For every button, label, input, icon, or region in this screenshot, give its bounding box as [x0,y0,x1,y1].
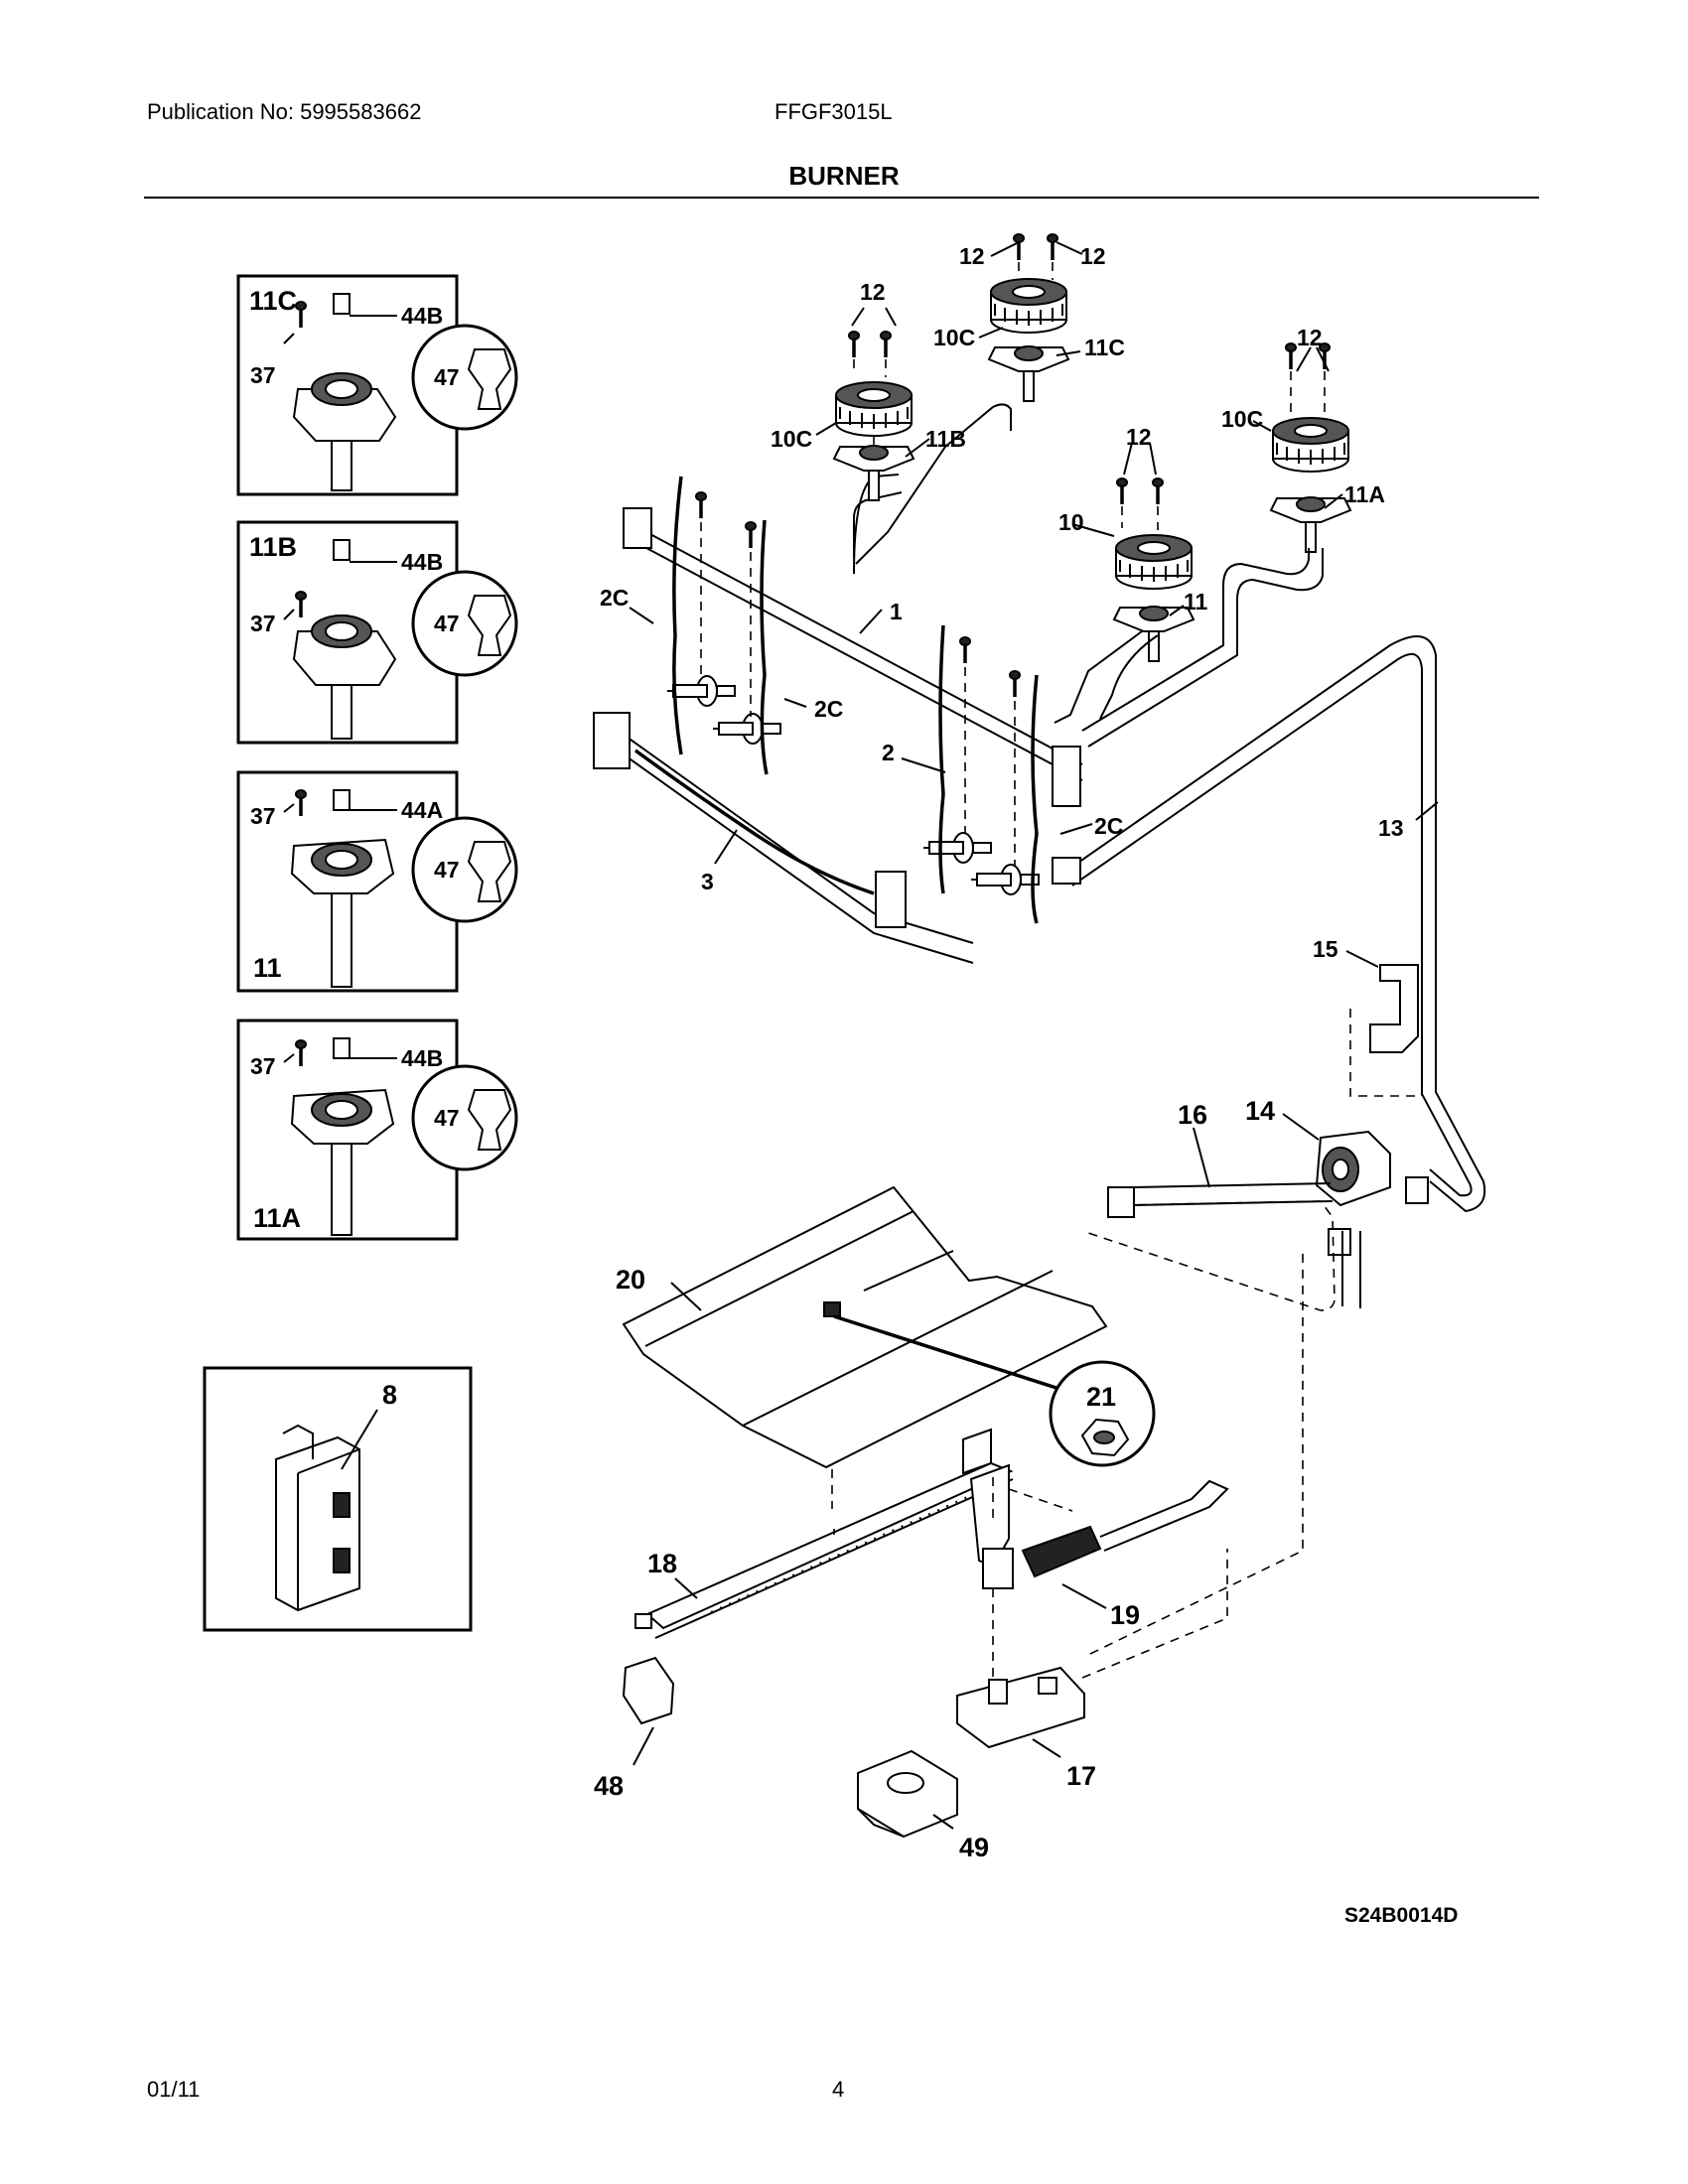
callout-11: 11 [1184,589,1208,614]
callout-labels: 12 12 12 10C 11C 10C 11B 12 12 10C 11A 1… [594,243,1404,1862]
footer-date: 01/11 [147,2077,201,2102]
callout-2c: 2C [600,585,629,611]
callout-12: 12 [1297,325,1323,350]
inset-title: 11A [253,1203,301,1233]
callout-12: 12 [860,279,886,305]
inset-orifice-label: 47 [434,857,460,883]
callout-3: 3 [701,869,714,894]
callout-18: 18 [647,1549,677,1578]
inset-screw-label: 37 [250,611,276,636]
inset-title: 11C [249,286,297,316]
callout-11c: 11C [1084,335,1125,360]
drawing-code: S24B0014D [1344,1904,1459,1927]
main-burner-assembly [593,232,1486,1311]
callout-10: 10 [1058,509,1084,535]
callout-11b: 11B [925,426,966,452]
inset-orifice-label: 47 [434,1105,460,1131]
inset-11a: 37 44B 11A 47 [236,1019,518,1241]
inset-11: 37 44A 11 47 [236,770,518,993]
leader-lines [629,241,1439,1830]
inset-cap-label: 44B [401,1045,443,1071]
callout-48: 48 [594,1771,624,1801]
inset-cap-label: 44B [401,303,443,329]
callout-49: 49 [959,1833,989,1862]
inset-title: 11 [253,953,282,983]
callout-10c: 10C [933,325,975,350]
callout-1: 1 [890,599,903,624]
inset-screw-label: 37 [250,1053,276,1079]
callout-13: 13 [1378,815,1404,841]
inset-title: 11B [249,532,297,562]
callout-21: 21 [1086,1382,1116,1412]
inset-screw-label: 37 [250,803,276,829]
spark-module-inset: 8 [203,1366,473,1632]
inset-11b: 11B 44B 37 47 [236,520,518,745]
callout-2c: 2C [1094,813,1123,839]
title-rule [144,197,1539,199]
callout-8: 8 [382,1380,397,1410]
callout-20: 20 [616,1265,645,1295]
callout-2: 2 [882,740,895,765]
callout-10c: 10C [771,426,812,452]
callout-12: 12 [1126,424,1152,450]
page-number: 4 [832,2077,845,2102]
callout-12: 12 [959,243,985,269]
callout-11a: 11A [1344,481,1385,507]
inset-cap-label: 44A [401,797,443,823]
callout-16: 16 [1178,1100,1207,1130]
callout-10c: 10C [1221,406,1263,432]
oven-burner-assembly [622,1185,1304,1839]
callout-17: 17 [1066,1761,1096,1791]
page-title: BURNER [788,161,900,191]
publication-number: Publication No: 5995583662 [147,99,422,124]
callout-15: 15 [1313,936,1338,962]
inset-11c: 11C 44B 37 47 [236,274,518,496]
callout-12: 12 [1080,243,1106,269]
callout-14: 14 [1245,1096,1275,1126]
callout-19: 19 [1110,1600,1140,1630]
inset-orifice-label: 47 [434,611,460,636]
inset-screw-label: 37 [250,362,276,388]
callout-2c: 2C [814,696,843,722]
inset-orifice-label: 47 [434,364,460,390]
model-number: FFGF3015L [774,99,893,124]
inset-cap-label: 44B [401,549,443,575]
